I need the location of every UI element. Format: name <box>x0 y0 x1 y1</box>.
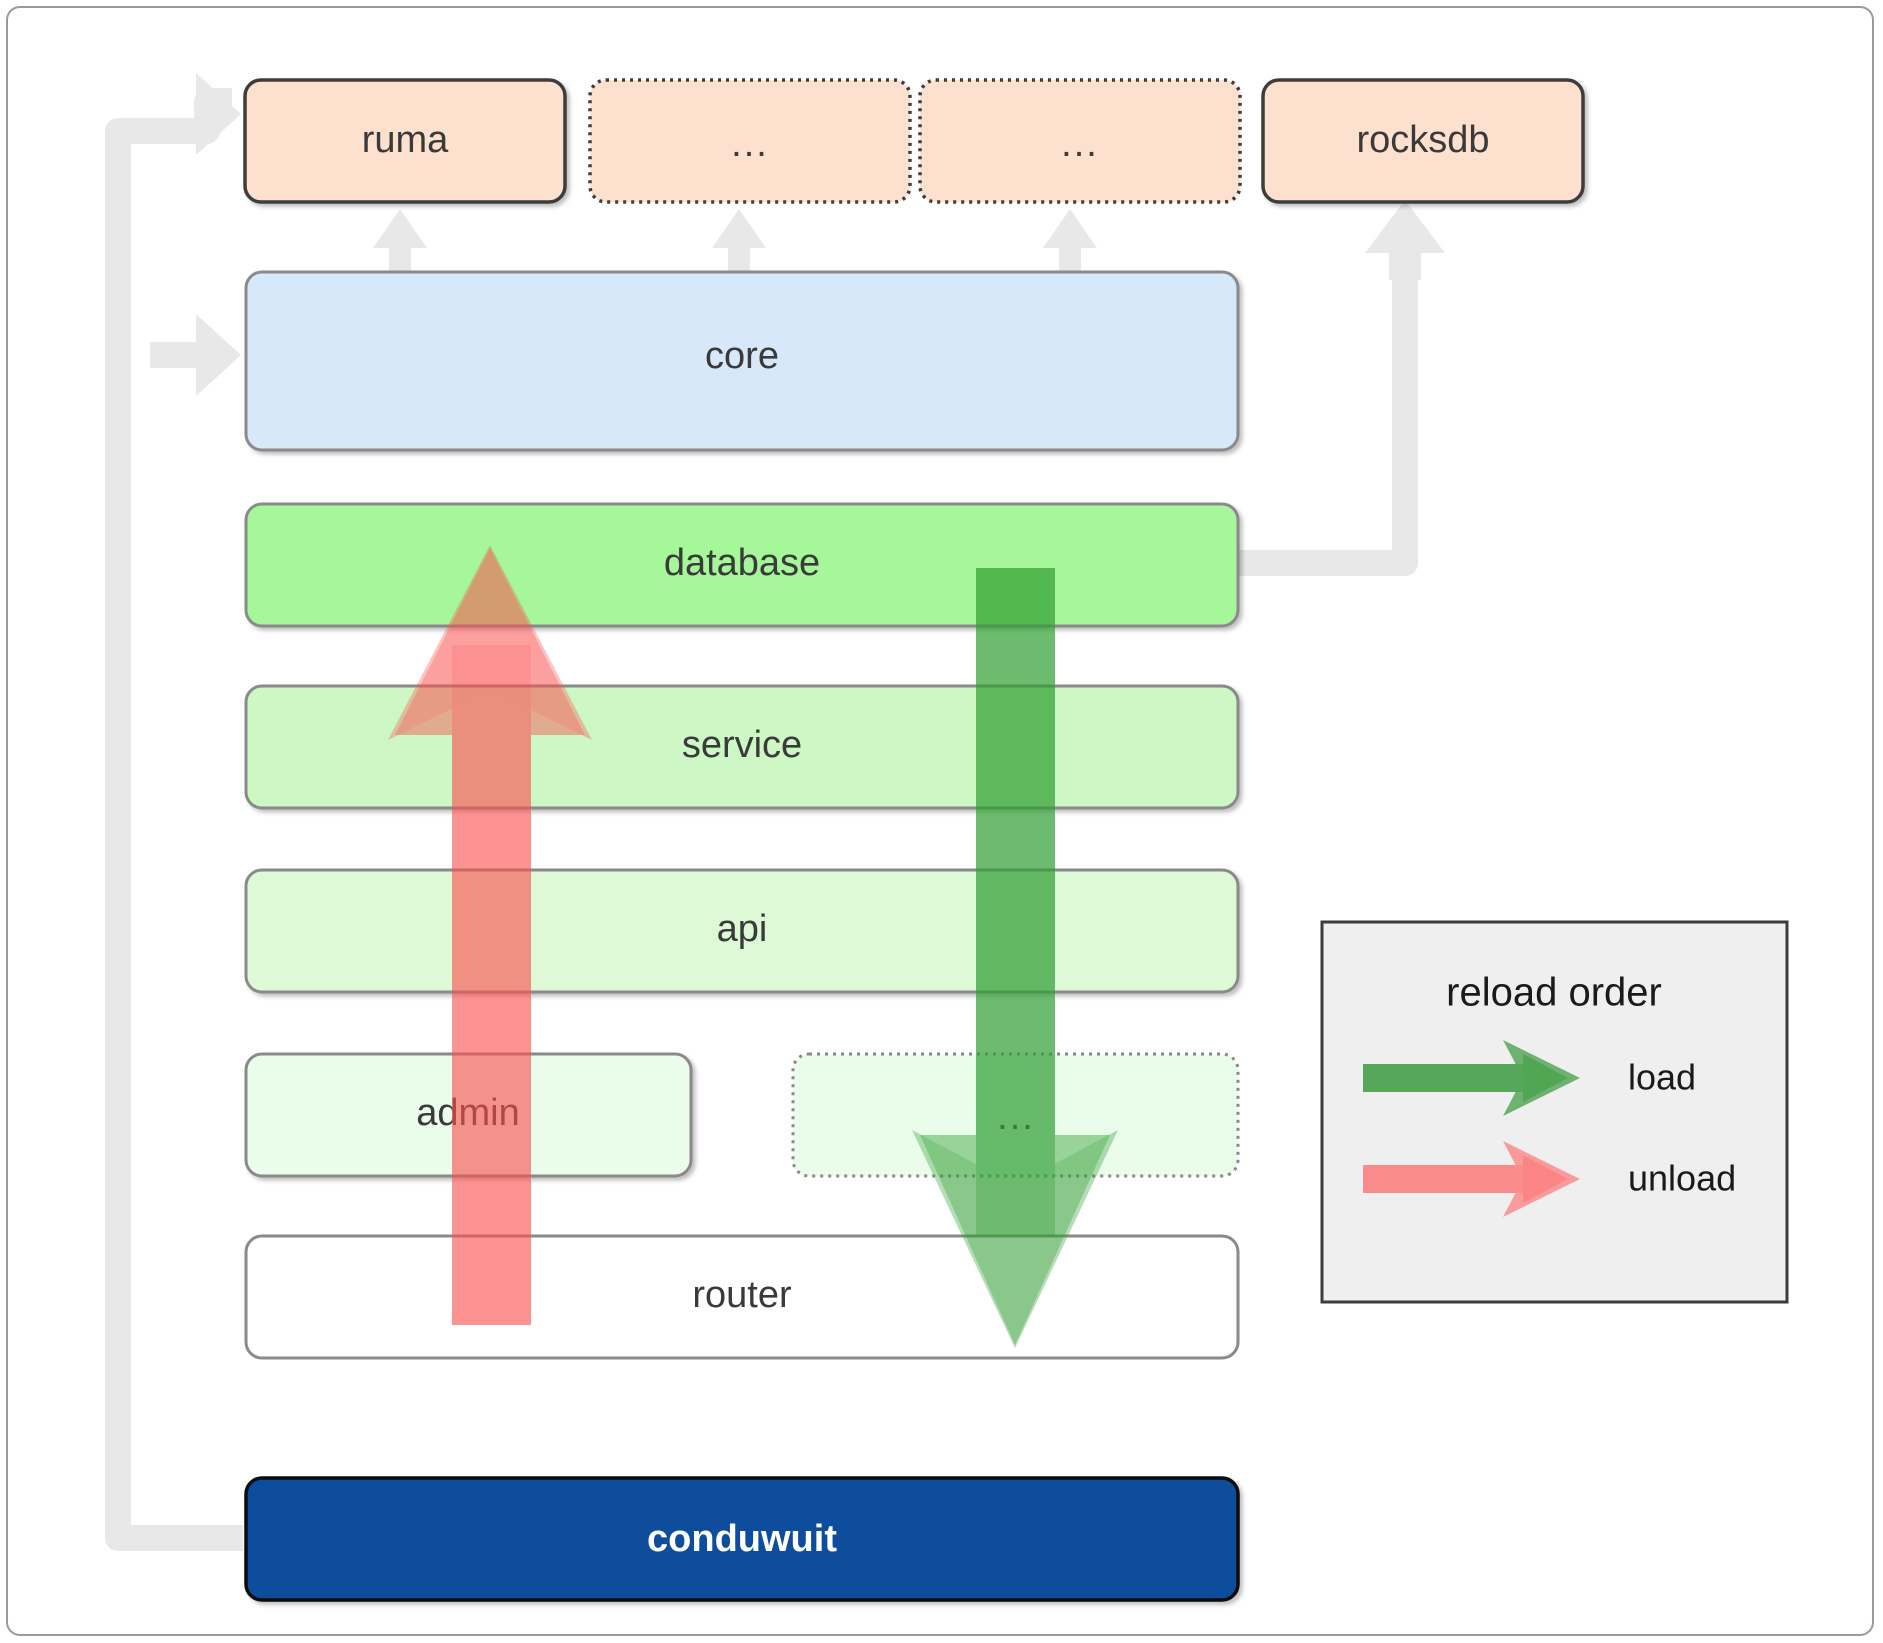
box-ext-dots-2[interactable]: ... <box>918 78 1242 204</box>
connector-arrowhead-core <box>196 314 241 396</box>
legend-load-head-outer <box>1503 1040 1580 1116</box>
box-database-label: database <box>664 542 820 584</box>
unload-arrow-head-wide <box>395 548 585 735</box>
box-core-label: core <box>705 335 779 377</box>
box-ext-dots-1[interactable]: ... <box>588 78 912 204</box>
box-ext-dots-1-label: ... <box>731 123 769 165</box>
box-database[interactable]: database <box>244 502 1240 628</box>
box-ruma-label: ruma <box>362 119 449 161</box>
connector-core-to-ruma-head <box>373 209 427 275</box>
external-boxes-row: ruma ... ... rocksdb <box>243 78 1585 204</box>
box-conduwuit[interactable]: conduwuit <box>244 1476 1240 1602</box>
connector-database-to-rocksdb <box>1222 240 1418 576</box>
load-arrow-shaft <box>976 568 1055 1236</box>
unload-arrow <box>388 545 592 1325</box>
connector-core-to-dots2-head <box>1043 209 1097 275</box>
box-conduwuit-label: conduwuit <box>647 1518 837 1560</box>
box-rocksdb-label: rocksdb <box>1356 119 1489 161</box>
box-router[interactable]: router <box>244 1234 1240 1360</box>
load-arrow-head-outer <box>912 1130 1118 1348</box>
gray-connectors <box>105 73 1445 1551</box>
legend-title: reload order <box>1446 971 1662 1015</box>
connector-conduwuit-trunk <box>105 88 243 1551</box>
box-api[interactable]: api <box>244 868 1240 994</box>
legend-unload-label: unload <box>1628 1158 1736 1199</box>
unload-arrow-head-outer <box>388 545 592 740</box>
unload-arrow-shaft <box>452 645 531 1325</box>
box-core[interactable]: core <box>244 270 1240 452</box>
box-service-label: service <box>682 724 802 766</box>
legend-load-shaft <box>1363 1064 1543 1092</box>
legend-panel <box>1320 920 1789 1304</box>
box-router-label: router <box>692 1274 792 1316</box>
legend-entry-unload: unload <box>1363 1141 1736 1217</box>
load-arrow-head-wide <box>920 1135 1110 1345</box>
connector-core-to-dots1-head <box>712 209 766 275</box>
box-rocksdb[interactable]: rocksdb <box>1261 78 1585 204</box>
legend-unload-shaft <box>1363 1165 1543 1193</box>
legend-unload-head-outer <box>1503 1141 1580 1217</box>
connector-rocksdb-arrowhead <box>1365 200 1445 280</box>
load-arrow <box>912 568 1118 1348</box>
box-ext-dots-2-label: ... <box>1061 123 1099 165</box>
legend: reload order load unload <box>1320 920 1789 1304</box>
box-ruma[interactable]: ruma <box>243 78 567 204</box>
legend-entry-load: load <box>1363 1040 1696 1116</box>
box-api-label: api <box>717 908 768 950</box>
box-service[interactable]: service <box>244 684 1240 810</box>
connector-arrowhead-ruma <box>196 73 241 155</box>
legend-load-label: load <box>1628 1057 1696 1098</box>
